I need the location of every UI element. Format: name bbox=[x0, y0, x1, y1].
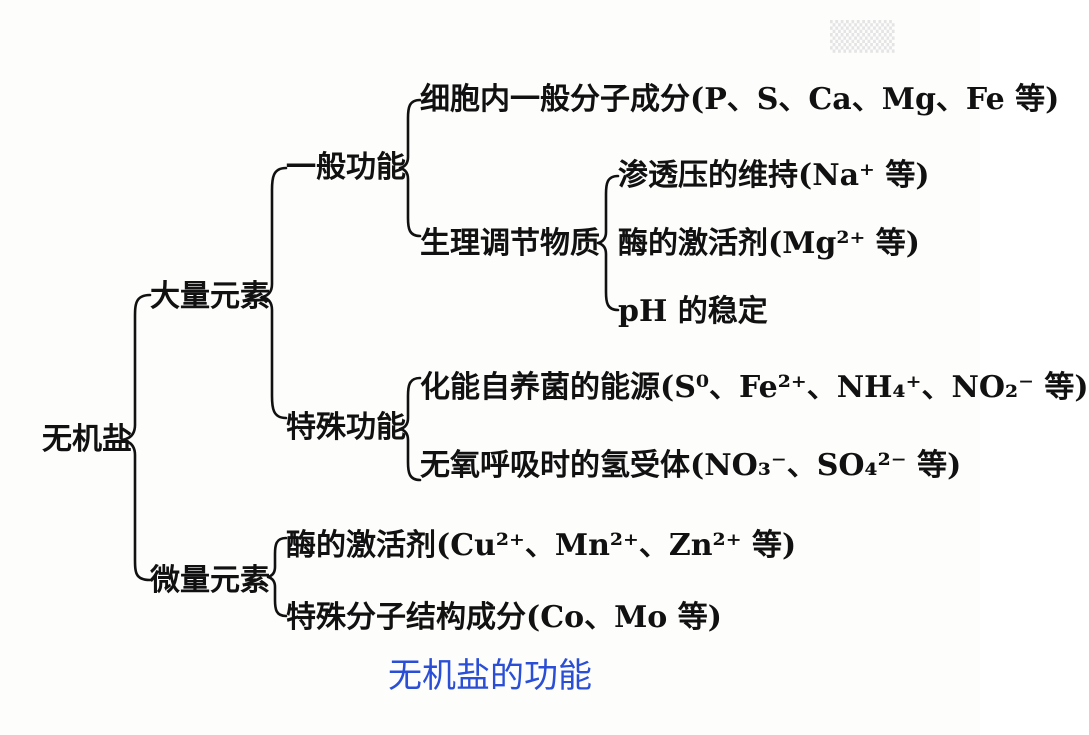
brace-regulator bbox=[596, 174, 620, 312]
brace-general bbox=[398, 98, 422, 238]
background-show-through: ▒▒▒ bbox=[830, 20, 895, 53]
brace-trace bbox=[266, 536, 288, 618]
leaf-cell-component: 细胞内一般分子成分(P、S、Ca、Mg、Fe 等) bbox=[420, 82, 1060, 117]
leaf-special-structure: 特殊分子结构成分(Co、Mo 等) bbox=[286, 600, 722, 635]
leaf-chemoautotroph-energy: 化能自养菌的能源(S⁰、Fe²⁺、NH₄⁺、NO₂⁻ 等) bbox=[420, 370, 1089, 405]
leaf-anaerobic-h-acceptor: 无氧呼吸时的氢受体(NO₃⁻、SO₄²⁻ 等) bbox=[420, 448, 962, 483]
leaf-enzyme-activator-trace: 酶的激活剂(Cu²⁺、Mn²⁺、Zn²⁺ 等) bbox=[286, 528, 797, 563]
brace-connectors bbox=[120, 98, 620, 618]
brace-root bbox=[120, 293, 152, 582]
slide: ▒▒▒ 无机盐 大量元素 微量元素 一般功能 特殊功能 细胞内一般分子成分(P、… bbox=[42, 20, 1089, 696]
node-special-function: 特殊功能 bbox=[286, 410, 406, 445]
node-trace-elements: 微量元素 bbox=[150, 563, 270, 598]
leaf-osmotic-pressure: 渗透压的维持(Na⁺ 等) bbox=[618, 158, 930, 193]
caption: 无机盐的功能 bbox=[388, 656, 592, 696]
node-root: 无机盐 bbox=[42, 422, 132, 457]
leaf-enzyme-activator-mg: 酶的激活剂(Mg²⁺ 等) bbox=[618, 226, 920, 261]
node-regulator: 生理调节物质 bbox=[420, 226, 600, 261]
brace-major bbox=[260, 166, 288, 420]
node-general-function: 一般功能 bbox=[286, 150, 406, 185]
leaf-ph-stability: pH 的稳定 bbox=[618, 294, 768, 329]
brace-special bbox=[398, 376, 422, 482]
node-major-elements: 大量元素 bbox=[150, 279, 270, 314]
